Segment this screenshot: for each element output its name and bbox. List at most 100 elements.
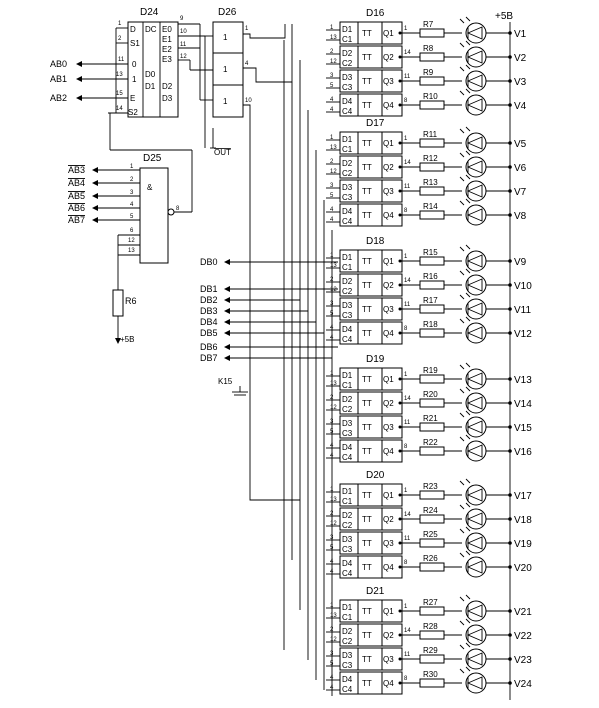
rail-junction <box>508 565 512 569</box>
bus-db3: DB3 <box>200 306 218 316</box>
latch-in-pin: 3 <box>330 651 334 657</box>
led-ray <box>465 550 471 556</box>
led-ray <box>459 66 465 72</box>
led-ref: V8 <box>514 211 527 222</box>
bus-db2: DB2 <box>200 295 218 305</box>
led-ref: V22 <box>514 631 532 642</box>
latch-c-label: C1 <box>342 263 353 272</box>
latch-tt-label: TT <box>362 491 372 500</box>
d26-out: OUT <box>214 148 231 157</box>
led-ray <box>459 388 465 394</box>
latch-in-pin: 3 <box>330 535 334 541</box>
q-junction <box>398 141 402 145</box>
latch-in-pin: 4 <box>330 97 334 103</box>
d25-and-gate: D25 & 8 1 2 3 4 5 6 12 13 AB3 AB4 AB5 AB… <box>68 113 193 290</box>
led-ray <box>459 90 465 96</box>
addr-ab1: AB1 <box>50 74 67 84</box>
resistor-ref: R28 <box>423 622 438 631</box>
d25-pin-4: 4 <box>130 202 134 208</box>
latch-out-pin: 14 <box>404 160 411 166</box>
led-ray <box>459 528 465 534</box>
resistor <box>419 678 445 688</box>
bus-db5: DB5 <box>200 328 218 338</box>
rail-junction <box>508 657 512 661</box>
d26-cell-1: 1 <box>223 33 228 42</box>
latch-in-pin: 2 <box>330 395 334 401</box>
d24-out-4: D2 <box>162 82 173 91</box>
resistor <box>419 256 445 266</box>
latch-out-pin: 11 <box>404 652 411 658</box>
latch-in-pin: 3 <box>330 183 334 189</box>
latch-out-pin: 1 <box>404 136 408 142</box>
led-icon <box>466 160 483 174</box>
chip-ref: D18 <box>366 236 385 247</box>
latch-q-label: Q4 <box>383 211 394 220</box>
latch-d-label: D2 <box>342 49 353 58</box>
latch-in-pin: 12 <box>330 521 337 527</box>
led-icon <box>466 326 483 340</box>
latch-q-label: Q1 <box>383 29 394 38</box>
led-ref: V18 <box>514 515 532 526</box>
latch-c-label: C1 <box>342 381 353 390</box>
resistor-ref: R29 <box>423 646 438 655</box>
latch-q-label: Q2 <box>383 631 394 640</box>
resistor <box>419 562 445 572</box>
d24-pin-r2: 11 <box>180 42 187 48</box>
addr-ab2: AB2 <box>50 93 67 103</box>
latch-out-pin: 11 <box>404 536 411 542</box>
latch-in-pin: 4 <box>330 685 334 691</box>
latch-q-label: Q2 <box>383 515 394 524</box>
rail-junction <box>508 79 512 83</box>
resistor-ref: R13 <box>423 178 438 187</box>
latch-in-pin: 4 <box>330 453 334 459</box>
q-junction <box>398 189 402 193</box>
rail-junction <box>508 55 512 59</box>
q-junction <box>398 517 402 521</box>
d26-buffers: D26 1 1 1 1 4 10 OUT <box>204 7 300 501</box>
latch-out-pin: 11 <box>404 420 411 426</box>
latch-in-pin: 4 <box>330 335 334 341</box>
latch-out-pin: 14 <box>404 628 411 634</box>
led-icon <box>466 98 483 112</box>
latch-d-label: D3 <box>342 183 353 192</box>
resistor <box>419 490 445 500</box>
address-inputs: AB0 AB1 AB2 <box>50 59 100 103</box>
d26-cell-3: 1 <box>223 97 228 106</box>
led-icon <box>466 184 483 198</box>
led-ray <box>465 642 471 648</box>
latch-out-pin: 1 <box>404 254 408 260</box>
latch-q-label: Q3 <box>383 423 394 432</box>
led-ray <box>459 42 465 48</box>
led-ray <box>465 526 471 532</box>
r6-resistor: R6 +5B <box>112 289 137 344</box>
latch-tt-label: TT <box>362 257 372 266</box>
latch-tt-label: TT <box>362 53 372 62</box>
latch-tt-label: TT <box>362 29 372 38</box>
led-ray <box>459 364 465 370</box>
latch-d-label: D1 <box>342 487 353 496</box>
rail-junction <box>508 331 512 335</box>
latch-c-label: C4 <box>342 335 353 344</box>
rail-junction <box>508 165 512 169</box>
resistor-ref: R19 <box>423 366 438 375</box>
latch-c-label: C3 <box>342 311 353 320</box>
rail-junction <box>508 401 512 405</box>
resistor <box>419 100 445 110</box>
led-icon <box>466 396 483 410</box>
rail-junction <box>508 609 512 613</box>
latch-d-label: D4 <box>342 675 353 684</box>
led-ray <box>459 620 465 626</box>
d24-in-0: S1 <box>130 39 140 48</box>
latch-d-label: D1 <box>342 603 353 612</box>
d24-out-0: E0 <box>162 25 172 34</box>
rail-junction <box>508 377 512 381</box>
led-icon <box>466 444 483 458</box>
latch-q-label: Q1 <box>383 257 394 266</box>
resistor-ref: R14 <box>423 202 438 211</box>
latch-in-pin: 4 <box>330 217 334 223</box>
led-icon <box>466 652 483 666</box>
latch-tt-label: TT <box>362 655 372 664</box>
latch-d-label: D1 <box>342 371 353 380</box>
latch-tt-label: TT <box>362 679 372 688</box>
